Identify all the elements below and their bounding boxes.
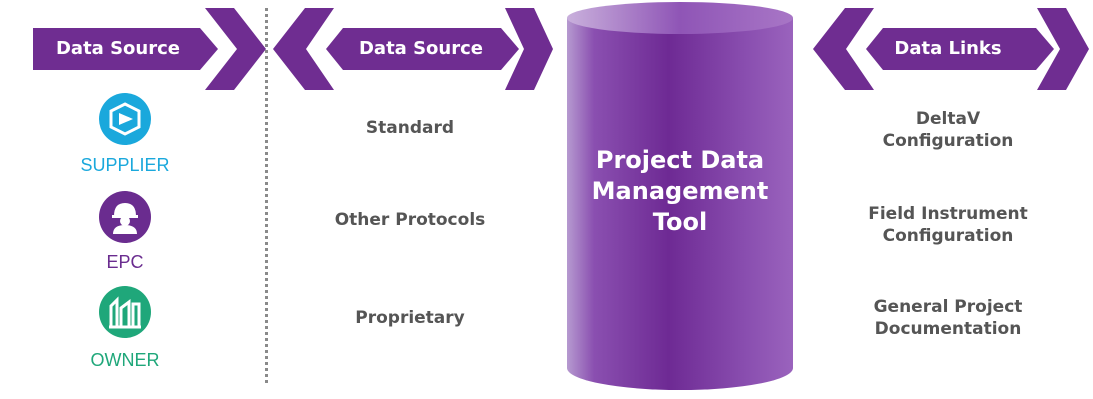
cylinder-title: Project Data Management Tool [591, 146, 769, 236]
supplier-icon [99, 93, 151, 145]
middle-banner-label: Data Source [358, 38, 483, 59]
supplier-label: SUPPLIER [80, 155, 170, 175]
deltav-configuration-label: DeltaV Configuration [882, 109, 1014, 151]
other-protocols-label: Other Protocols [334, 210, 486, 230]
epc-label: EPC [106, 252, 144, 272]
right-banner [813, 8, 1089, 90]
left-banner [33, 8, 266, 90]
general-project-documentation-label: General Project Documentation [873, 297, 1023, 339]
owner-label: OWNER [90, 350, 160, 370]
data-cylinder [567, 2, 793, 390]
section-divider [265, 8, 268, 383]
owner-icon [99, 286, 151, 338]
middle-banner [273, 8, 553, 90]
epc-icon [99, 191, 151, 243]
right-banner-label: Data Links [894, 38, 1002, 59]
field-instrument-configuration-label: Field Instrument Configuration [868, 204, 1028, 246]
standard-label: Standard [365, 118, 455, 138]
proprietary-label: Proprietary [355, 308, 465, 328]
left-banner-label: Data Source [55, 38, 180, 59]
